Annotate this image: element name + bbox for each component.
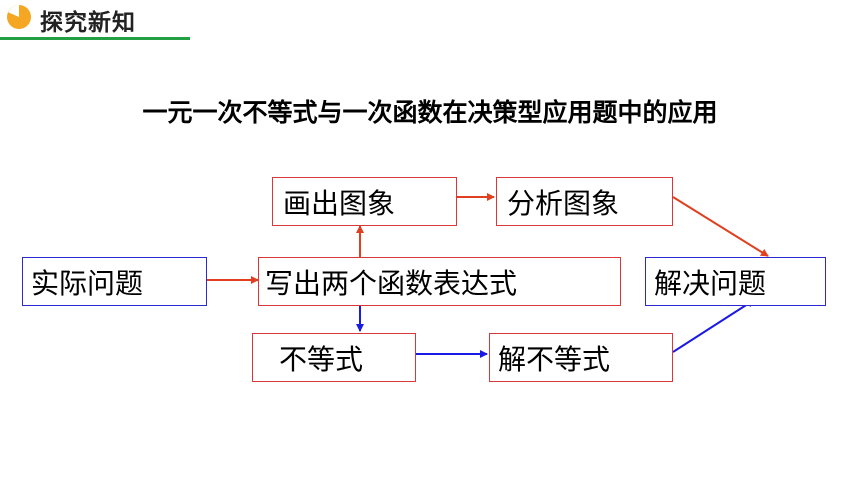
section-title: 探究新知 — [40, 10, 136, 36]
arrow-solve-inequality-to-solve — [672, 299, 755, 353]
box-write-functions-label: 写出两个函数表达式 — [265, 266, 518, 300]
box-analyze-graph: 分析图象 — [496, 177, 673, 226]
box-inequality: 不等式 — [252, 333, 416, 382]
box-practical-problem: 实际问题 — [22, 257, 207, 306]
box-solve-inequality-label: 解不等式 — [498, 342, 611, 376]
box-draw-graph: 画出图象 — [272, 177, 457, 226]
page-title: 一元一次不等式与一次函数在决策型应用题中的应用 — [142, 98, 718, 127]
box-inequality-label: 不等式 — [279, 342, 364, 376]
box-analyze-graph-label: 分析图象 — [507, 186, 620, 220]
box-solve-inequality: 解不等式 — [489, 333, 673, 382]
box-write-functions: 写出两个函数表达式 — [258, 257, 621, 306]
box-solve-problem-label: 解决问题 — [654, 266, 767, 300]
pie-chart-icon — [7, 5, 31, 29]
section-header: 探究新知 — [0, 0, 190, 40]
box-draw-graph-label: 画出图象 — [283, 186, 396, 220]
box-practical-problem-label: 实际问题 — [31, 266, 144, 300]
arrow-analyze-to-solve — [672, 196, 769, 257]
header-underline — [0, 37, 190, 40]
box-solve-problem: 解决问题 — [645, 257, 826, 306]
